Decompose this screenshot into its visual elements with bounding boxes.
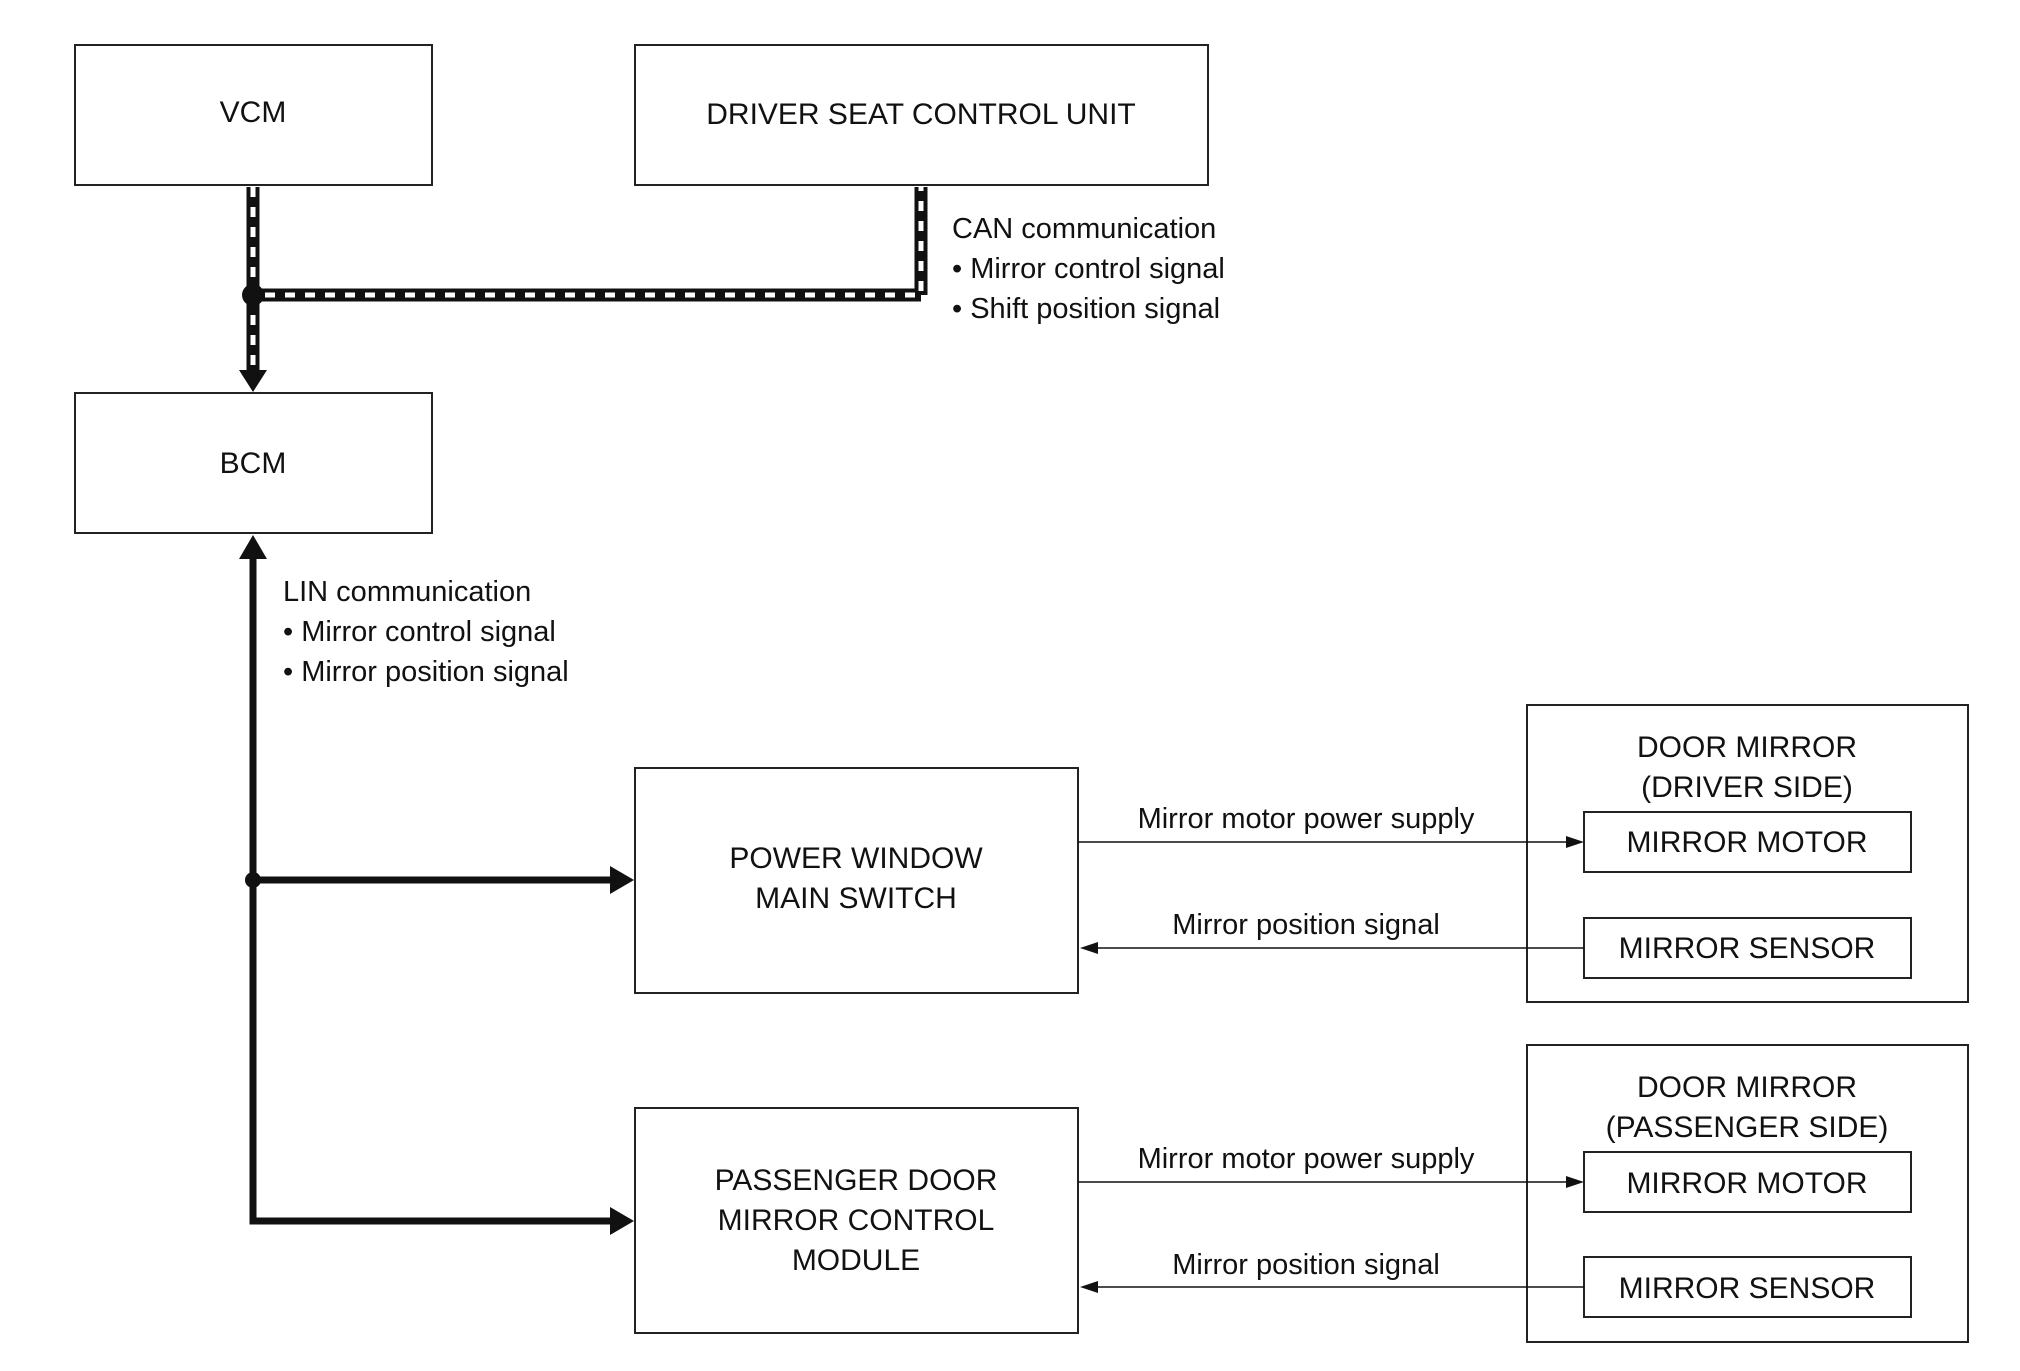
- door-mirror-driver-side-box: DOOR MIRROR (DRIVER SIDE) MIRROR MOTOR M…: [1526, 704, 1969, 1003]
- driver-mirror-sensor-label: MIRROR SENSOR: [1619, 932, 1876, 965]
- driver-mirror-motor-label: MIRROR MOTOR: [1626, 826, 1867, 859]
- can-item-2: • Shift position signal: [952, 293, 1220, 325]
- door-mirror-driver-title-line1: DOOR MIRROR: [1637, 731, 1857, 764]
- passenger-module-label-line3: MODULE: [792, 1244, 920, 1277]
- lin-arrow-to-bcm: [239, 535, 267, 559]
- passenger-position-signal-label: Mirror position signal: [1172, 1249, 1440, 1281]
- passenger-power-supply-arrowhead: [1566, 1176, 1584, 1188]
- vcm-box: VCM: [74, 44, 433, 186]
- driver-position-signal-label: Mirror position signal: [1172, 909, 1440, 941]
- driver-power-supply-arrowhead: [1566, 836, 1584, 848]
- driver-power-supply-label: Mirror motor power supply: [1138, 803, 1475, 835]
- can-title: CAN communication: [952, 213, 1216, 245]
- lin-item-2: • Mirror position signal: [283, 656, 569, 688]
- passenger-module-label-line2: MIRROR CONTROL: [718, 1204, 995, 1237]
- lin-arrow-to-power-window: [610, 866, 634, 894]
- bcm-box: BCM: [74, 392, 433, 534]
- driver-signal-lines: Mirror motor power supply Mirror positio…: [1078, 803, 1584, 954]
- can-arrow-to-bcm: [239, 370, 267, 392]
- lin-bus: [239, 535, 634, 1235]
- door-mirror-passenger-title-line1: DOOR MIRROR: [1637, 1071, 1857, 1104]
- lin-arrow-to-passenger-module: [610, 1207, 634, 1235]
- door-mirror-passenger-side-box: DOOR MIRROR (PASSENGER SIDE) MIRROR MOTO…: [1526, 1044, 1969, 1343]
- passenger-door-mirror-control-module-box: PASSENGER DOOR MIRROR CONTROL MODULE: [634, 1107, 1079, 1334]
- vcm-label: VCM: [220, 96, 287, 129]
- driver-seat-control-unit-box: DRIVER SEAT CONTROL UNIT: [634, 44, 1209, 186]
- driver-position-signal-arrowhead: [1080, 942, 1098, 954]
- passenger-position-signal-arrowhead: [1080, 1281, 1098, 1293]
- passenger-module-label-line1: PASSENGER DOOR: [715, 1164, 998, 1197]
- lin-annotation: LIN communication • Mirror control signa…: [283, 576, 569, 688]
- door-mirror-passenger-title-line2: (PASSENGER SIDE): [1606, 1111, 1889, 1144]
- driver-seat-control-unit-label: DRIVER SEAT CONTROL UNIT: [706, 98, 1136, 131]
- can-bus-dashes: [250, 187, 924, 298]
- passenger-mirror-motor-box: MIRROR MOTOR: [1583, 1151, 1912, 1213]
- can-bus-casing: [246, 187, 928, 302]
- passenger-mirror-sensor-box: MIRROR SENSOR: [1583, 1256, 1912, 1318]
- passenger-power-supply-label: Mirror motor power supply: [1138, 1143, 1475, 1175]
- passenger-mirror-sensor-label: MIRROR SENSOR: [1619, 1272, 1876, 1305]
- power-window-label-line2: MAIN SWITCH: [755, 882, 957, 915]
- can-junction-dot: [242, 284, 264, 306]
- lin-title: LIN communication: [283, 576, 531, 608]
- driver-mirror-motor-box: MIRROR MOTOR: [1583, 811, 1912, 873]
- power-window-label-line1: POWER WINDOW: [729, 842, 983, 875]
- lin-vertical-line: [249, 557, 612, 1225]
- can-annotation: CAN communication • Mirror control signa…: [952, 213, 1225, 325]
- can-item-1: • Mirror control signal: [952, 253, 1225, 285]
- can-bus: [239, 187, 928, 392]
- passenger-mirror-motor-label: MIRROR MOTOR: [1626, 1167, 1867, 1200]
- bcm-label: BCM: [220, 447, 287, 480]
- door-mirror-driver-title-line2: (DRIVER SIDE): [1641, 771, 1853, 804]
- driver-mirror-sensor-box: MIRROR SENSOR: [1583, 917, 1912, 979]
- passenger-signal-lines: Mirror motor power supply Mirror positio…: [1078, 1143, 1584, 1293]
- lin-item-1: • Mirror control signal: [283, 616, 556, 648]
- lin-junction-dot: [245, 872, 261, 888]
- power-window-main-switch-box: POWER WINDOW MAIN SWITCH: [634, 767, 1079, 994]
